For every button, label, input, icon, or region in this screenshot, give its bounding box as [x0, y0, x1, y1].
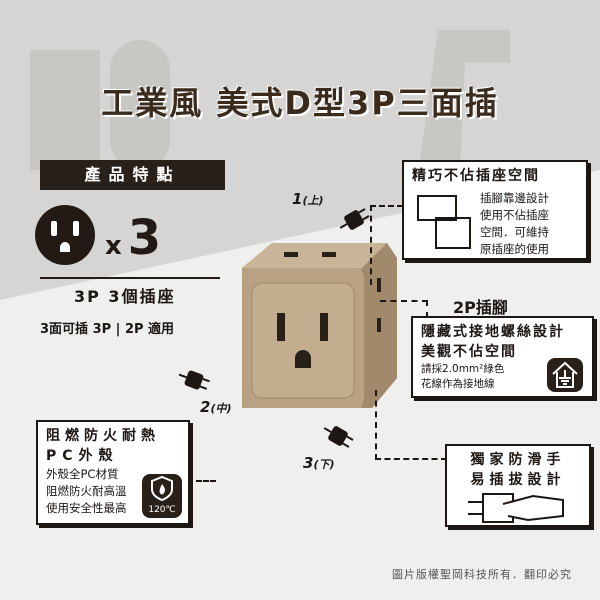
copyright-footer: 圖片版權聖岡科技所有．翻印必究: [392, 568, 572, 581]
plug-label-middle: 2(中): [200, 398, 232, 416]
feature-box-space: 精巧不佔插座空間 插腳靠邊設計使用不佔插座空間．可維持原插座的使用: [402, 160, 588, 260]
connector-line: [196, 480, 216, 482]
ground-icon: [547, 358, 583, 392]
background-graphic: [110, 40, 170, 170]
plug-icon: [178, 370, 210, 390]
outlet-space-icon: [417, 195, 471, 249]
plug-label-bottom: 3(下): [303, 454, 335, 472]
connector-line: [380, 300, 428, 318]
connector-line: [375, 390, 447, 460]
hand-plug-icon: [468, 493, 564, 523]
plug-label-top: 1(上): [292, 190, 324, 208]
fire-shield-icon: 120℃: [142, 474, 182, 518]
divider: [40, 277, 220, 279]
outlet-icon: [35, 205, 95, 265]
power-tap-device: [242, 243, 397, 408]
features-heading: 產品特點: [40, 160, 225, 190]
connector-line: [370, 205, 403, 285]
page-title: 工業風 美式D型3P三面插: [101, 84, 499, 122]
pin-2p-label: 2P插腳: [453, 298, 508, 317]
sockets-label: 3P 3個插座: [74, 287, 176, 306]
feature-box-ground: 隱藏式接地螺絲設計美觀不佔空間 請採2.0mm²綠色花線作為接地線: [411, 316, 594, 398]
plug-icon: [323, 426, 354, 448]
background-graphic: [30, 50, 100, 170]
feature-text: 插腳靠邊設計使用不佔插座空間．可維持原插座的使用: [480, 191, 549, 256]
plug-icon: [339, 208, 370, 230]
usage-label: 3面可插 3P | 2P 適用: [40, 322, 175, 337]
feature-box-grip: 獨家防滑手易插拔設計: [445, 444, 591, 527]
